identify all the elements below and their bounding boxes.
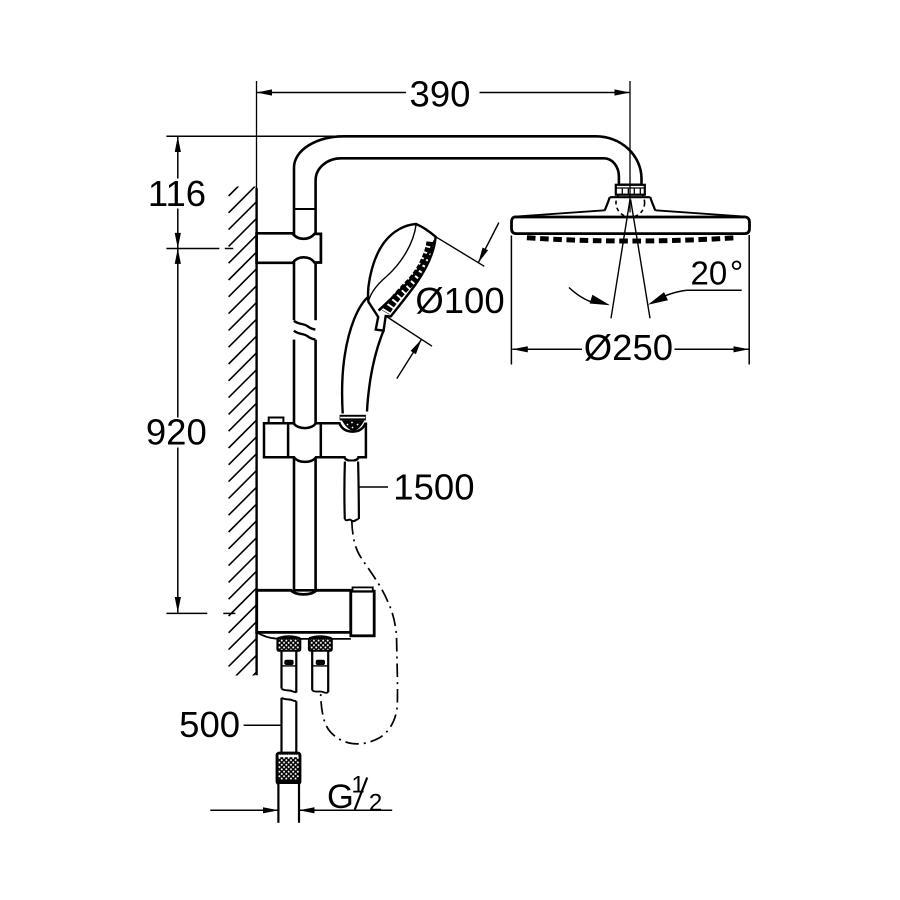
svg-text:2: 2	[369, 790, 382, 817]
svg-text:1500: 1500	[393, 467, 474, 508]
svg-text:1: 1	[351, 772, 364, 799]
svg-text:500: 500	[179, 704, 240, 745]
svg-text:116: 116	[148, 173, 206, 214]
svg-text:920: 920	[146, 412, 207, 453]
svg-text:Ø100: Ø100	[415, 280, 504, 321]
svg-text:Ø250: Ø250	[584, 327, 673, 368]
svg-text:390: 390	[410, 74, 471, 115]
svg-text:G: G	[327, 778, 354, 816]
svg-text:20°: 20°	[691, 255, 744, 293]
